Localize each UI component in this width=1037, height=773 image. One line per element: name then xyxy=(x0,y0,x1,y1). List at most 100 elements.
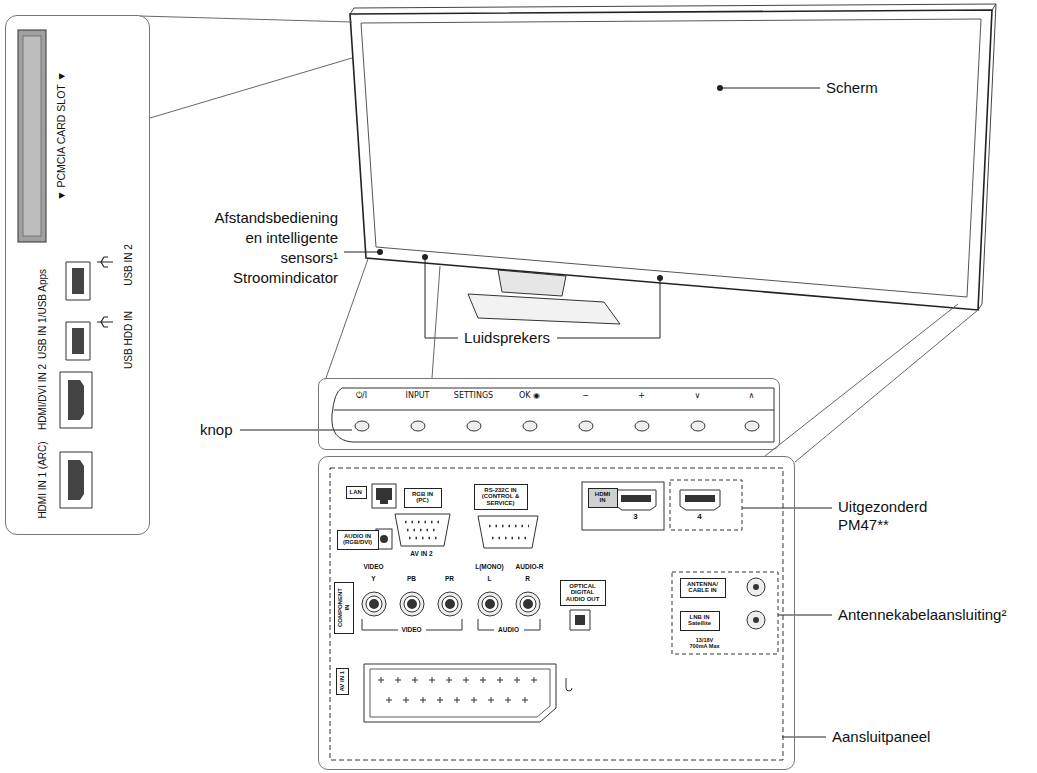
antenna-frame xyxy=(672,572,778,654)
tag-label: AV IN 1 xyxy=(339,670,346,691)
rca-jack xyxy=(362,592,540,616)
callout-label: Stroomindicator xyxy=(203,268,338,288)
callout-panel: AV IN 2 3 4VIDEO Y PB PR L(MONO) AUDIO-R L R VIDEO… xyxy=(318,456,795,770)
button-label: + xyxy=(638,392,645,401)
dsub-pins xyxy=(405,522,529,538)
tag-label: OPTICAL DIGITAL AUDIO OUT xyxy=(564,583,602,603)
port-label: 13/18V 700mA Max xyxy=(687,637,723,649)
lan-port-inner xyxy=(376,488,392,504)
leader-line xyxy=(344,252,380,253)
coax-pin xyxy=(753,584,759,623)
scart-connector-inner xyxy=(370,669,550,717)
port-label: 3 xyxy=(633,513,637,522)
port-tag: ANTENNA/ CABLE IN xyxy=(680,578,726,598)
audio-jack-hole xyxy=(380,535,388,543)
tag-label: LAN xyxy=(350,489,362,496)
button-label: ∨ xyxy=(695,392,701,401)
port-label: ▼ PCMCIA CARD SLOT ▼ xyxy=(56,71,68,201)
coax-connector xyxy=(747,578,765,629)
tag-label: LNB IN Satellite xyxy=(684,614,716,627)
port-label: PR xyxy=(445,575,454,582)
button-label: OK ◉ xyxy=(519,392,540,401)
usb-icon xyxy=(97,257,113,327)
port-label: 4 xyxy=(697,513,701,522)
port-tag: AUDIO IN (RGB/DVI) xyxy=(337,530,379,550)
optical-port xyxy=(570,610,590,630)
button-label: SETTINGS xyxy=(454,392,493,401)
port-tag: RS-232C IN (CONTROL & SERVICE) xyxy=(474,484,528,510)
port-label: HDMI IN 1 (ARC) xyxy=(36,441,47,518)
callout-label: Luidsprekers xyxy=(464,329,550,347)
tag-label: RGB IN (PC) xyxy=(408,491,438,504)
zoom-line xyxy=(140,16,978,462)
callout-label: Uitgezonderd PM47** xyxy=(838,498,948,534)
port-label: AV IN 2 xyxy=(410,550,432,557)
leader-line xyxy=(782,737,826,738)
callout-label: Afstandsbediening en intelligente sensor… xyxy=(203,208,338,268)
port-tag: AV IN 1 xyxy=(336,668,349,695)
hdmi-port-inner xyxy=(621,495,715,502)
button-label: − xyxy=(582,392,589,401)
panel-dashed-frame xyxy=(330,468,783,760)
optical-port-inner xyxy=(575,615,585,625)
port-label: Y xyxy=(371,575,375,582)
usb-port xyxy=(66,262,90,360)
callout-label: Antennekabelaansluiting² xyxy=(838,606,1006,624)
tv-frame xyxy=(350,10,992,310)
port-label: R xyxy=(525,575,530,582)
hdmi-port xyxy=(60,372,92,508)
port-label: HDMI/DVI IN 2 xyxy=(36,363,47,429)
callout-panel: ⏻/I INPUT SETTINGS OK ◉ − + ∨ ∧ xyxy=(318,378,780,450)
port-label: AUDIO-R xyxy=(516,563,544,570)
port-label: VIDEO xyxy=(363,563,383,570)
tag-label: RS-232C IN (CONTROL & SERVICE) xyxy=(478,487,524,507)
hdmi-port-inner xyxy=(68,380,84,500)
lan-port xyxy=(372,484,396,508)
tag-label: ANTENNA/ CABLE IN xyxy=(684,581,722,594)
port-label: L xyxy=(488,575,492,582)
scart-connector xyxy=(364,664,556,722)
port-tag: RGB IN (PC) xyxy=(404,488,442,508)
callout-panel: ▼ PCMCIA CARD SLOT ▼ USB IN 2 USB HDD IN US… xyxy=(5,15,150,535)
button-label: ⏻/I xyxy=(356,392,367,401)
ground-hook xyxy=(566,678,572,691)
tag-label: COMPONENT IN xyxy=(337,584,350,630)
port-tag: HDMI IN xyxy=(588,488,618,508)
port-label: USB IN 1/USB Apps xyxy=(36,268,47,358)
pcmcia-slot xyxy=(18,30,46,242)
port-label: USB HDD IN xyxy=(122,311,133,369)
leader-line xyxy=(720,88,820,89)
leader-line xyxy=(778,615,832,616)
scart-pins xyxy=(378,677,539,703)
port-tag: COMPONENT IN xyxy=(334,582,354,634)
button-label: ∧ xyxy=(749,392,755,401)
port-tag: LNB IN Satellite xyxy=(680,611,720,631)
callout-label: Scherm xyxy=(826,79,878,97)
pcmcia-slot-inner xyxy=(23,36,41,236)
button-bezel-edge xyxy=(334,410,774,411)
button-bezel xyxy=(332,388,774,442)
port-label: AUDIO xyxy=(498,626,519,633)
port-label: USB IN 2 xyxy=(122,244,133,286)
tag-label: AUDIO IN (RGB/DVI) xyxy=(341,533,375,546)
port-tag: OPTICAL DIGITAL AUDIO OUT xyxy=(560,580,606,606)
port-label: L(MONO) xyxy=(475,563,504,570)
hdmi-port xyxy=(616,490,720,510)
leader-line xyxy=(425,257,660,338)
leader-line xyxy=(240,430,352,431)
tag-label: HDMI IN xyxy=(592,491,614,504)
port-tag: LAN xyxy=(346,486,367,499)
port-label: PB xyxy=(407,575,416,582)
callout-label: Aansluitpaneel xyxy=(832,728,930,746)
tv-screen xyxy=(361,19,981,297)
port-label: VIDEO xyxy=(401,626,421,633)
button xyxy=(355,421,759,431)
stand-base xyxy=(468,294,620,324)
usb-port-inner xyxy=(72,268,84,354)
button-label: INPUT xyxy=(406,392,430,401)
dsub-connector xyxy=(395,514,538,548)
callout-label: knop xyxy=(200,421,233,439)
leader-line xyxy=(742,508,832,509)
